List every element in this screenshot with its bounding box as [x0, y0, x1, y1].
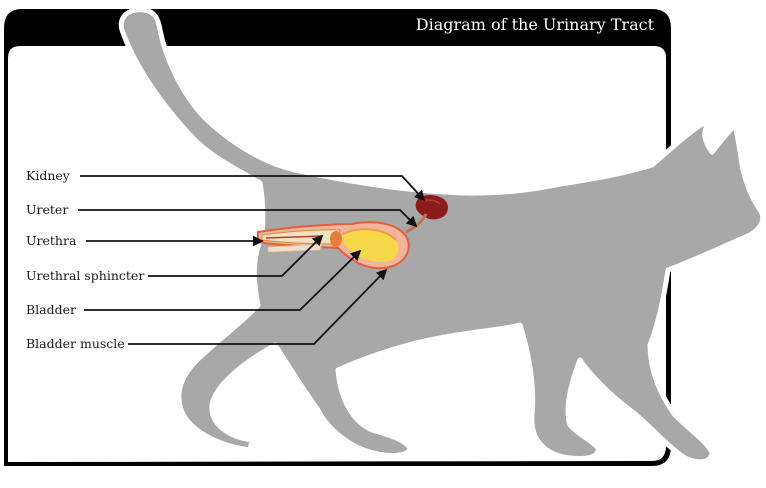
label-bladder-muscle: Bladder muscle	[26, 336, 125, 351]
cat-silhouette	[118, 7, 766, 465]
diagram-title: Diagram of the Urinary Tract	[415, 15, 654, 34]
label-bladder: Bladder	[26, 302, 77, 317]
leader-line-bladder-muscle	[128, 268, 388, 345]
leader-line-bladder	[84, 249, 362, 311]
leader-line-kidney	[80, 175, 426, 202]
leader-line-urethral-sphincter	[148, 234, 324, 277]
label-ureter: Ureter	[26, 202, 69, 217]
leader-lines	[78, 175, 426, 345]
ureter-tube	[405, 213, 428, 234]
leader-line-ureter	[78, 209, 418, 228]
label-urethra: Urethra	[26, 233, 77, 248]
label-kidney: Kidney	[26, 168, 70, 183]
label-urethral-sphincter: Urethral sphincter	[26, 268, 145, 283]
